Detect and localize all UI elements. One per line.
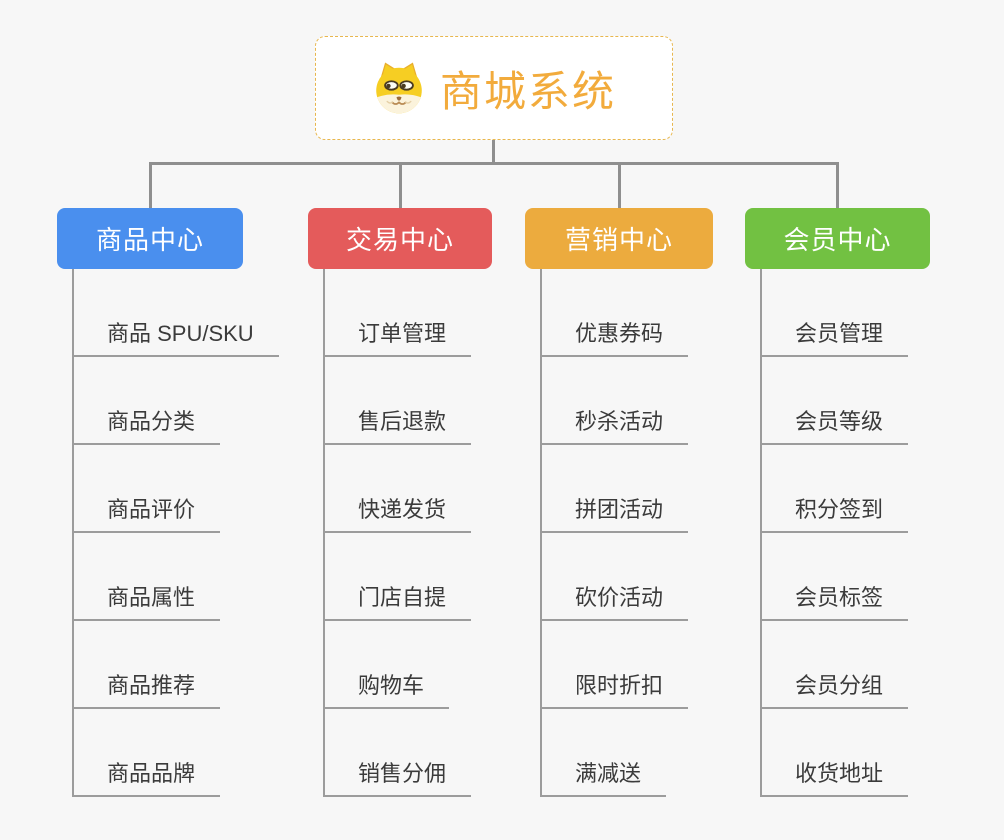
- leaf-item[interactable]: 购物车: [325, 621, 573, 709]
- root-stem-line: [492, 140, 495, 165]
- branch-drop-line: [398, 162, 402, 209]
- leaf-item[interactable]: 销售分佣: [325, 709, 573, 797]
- leaf-item[interactable]: 会员分组: [762, 621, 1004, 709]
- leaf-item[interactable]: 商品评价: [74, 445, 322, 533]
- leaf-label: 购物车: [325, 668, 450, 709]
- leaf-label: 销售分佣: [325, 756, 472, 797]
- leaf-item[interactable]: 订单管理: [325, 269, 573, 357]
- leaf-item[interactable]: 门店自提: [325, 533, 573, 621]
- branch-node[interactable]: 营销中心: [525, 208, 713, 269]
- leaf-item[interactable]: 秒杀活动: [542, 357, 790, 445]
- leaf-item[interactable]: 售后退款: [325, 357, 573, 445]
- leaf-label: 会员分组: [762, 668, 909, 709]
- leaf-item[interactable]: 商品 SPU/SKU: [74, 269, 322, 357]
- leaf-column: 会员管理会员等级积分签到会员标签会员分组收货地址: [760, 269, 1004, 797]
- leaf-item[interactable]: 收货地址: [762, 709, 1004, 797]
- doge-face-icon: [372, 61, 426, 115]
- leaf-label: 商品评价: [74, 492, 221, 533]
- leaf-item[interactable]: 砍价活动: [542, 533, 790, 621]
- leaf-label: 快递发货: [325, 492, 472, 533]
- root-label: 商城系统: [439, 67, 616, 115]
- leaf-item[interactable]: 快递发货: [325, 445, 573, 533]
- leaf-item[interactable]: 限时折扣: [542, 621, 790, 709]
- leaf-label: 售后退款: [325, 404, 472, 445]
- branch-label: 营销中心: [564, 225, 673, 255]
- leaf-item[interactable]: 商品品牌: [74, 709, 322, 797]
- leaf-label: 会员管理: [762, 316, 909, 357]
- root-node[interactable]: 商城系统: [315, 36, 673, 140]
- leaf-item[interactable]: 会员标签: [762, 533, 1004, 621]
- leaf-label: 优惠券码: [542, 316, 689, 357]
- leaf-item[interactable]: 商品推荐: [74, 621, 322, 709]
- leaf-label: 商品属性: [74, 580, 221, 621]
- leaf-item[interactable]: 商品分类: [74, 357, 322, 445]
- leaf-label: 商品 SPU/SKU: [74, 316, 279, 357]
- leaf-label: 积分签到: [762, 492, 909, 533]
- branch-label: 商品中心: [95, 225, 204, 255]
- leaf-item[interactable]: 商品属性: [74, 533, 322, 621]
- leaf-label: 商品推荐: [74, 668, 221, 709]
- leaf-item[interactable]: 优惠券码: [542, 269, 790, 357]
- leaf-item[interactable]: 满减送: [542, 709, 790, 797]
- leaf-label: 会员等级: [762, 404, 909, 445]
- leaf-column: 商品 SPU/SKU 商品分类商品评价商品属性商品推荐商品品牌: [72, 269, 322, 797]
- leaf-label: 限时折扣: [542, 668, 689, 709]
- branch-label: 交易中心: [345, 225, 454, 255]
- leaf-label: 订单管理: [325, 316, 472, 357]
- leaf-label: 拼团活动: [542, 492, 689, 533]
- leaf-label: 商品分类: [74, 404, 221, 445]
- branch-node[interactable]: 交易中心: [308, 208, 492, 269]
- leaf-item[interactable]: 积分签到: [762, 445, 1004, 533]
- leaf-label: 商品品牌: [74, 756, 221, 797]
- leaf-label: 会员标签: [762, 580, 909, 621]
- branch-node[interactable]: 会员中心: [745, 208, 930, 269]
- leaf-item[interactable]: 会员管理: [762, 269, 1004, 357]
- leaf-label: 满减送: [542, 756, 667, 797]
- rail-line: [148, 162, 839, 165]
- leaf-item[interactable]: 拼团活动: [542, 445, 790, 533]
- leaf-label: 砍价活动: [542, 580, 689, 621]
- branch-drop-line: [617, 162, 621, 209]
- branch-drop-line: [148, 162, 152, 209]
- leaf-column: 优惠券码秒杀活动拼团活动砍价活动限时折扣满减送: [540, 269, 790, 797]
- leaf-column: 订单管理售后退款快递发货门店自提购物车销售分佣: [323, 269, 573, 797]
- leaf-label: 门店自提: [325, 580, 472, 621]
- branch-label: 会员中心: [783, 225, 892, 255]
- leaf-item[interactable]: 会员等级: [762, 357, 1004, 445]
- branch-node[interactable]: 商品中心: [57, 208, 243, 269]
- branch-drop-line: [836, 162, 839, 209]
- leaf-label: 秒杀活动: [542, 404, 689, 445]
- leaf-label: 收货地址: [762, 756, 909, 797]
